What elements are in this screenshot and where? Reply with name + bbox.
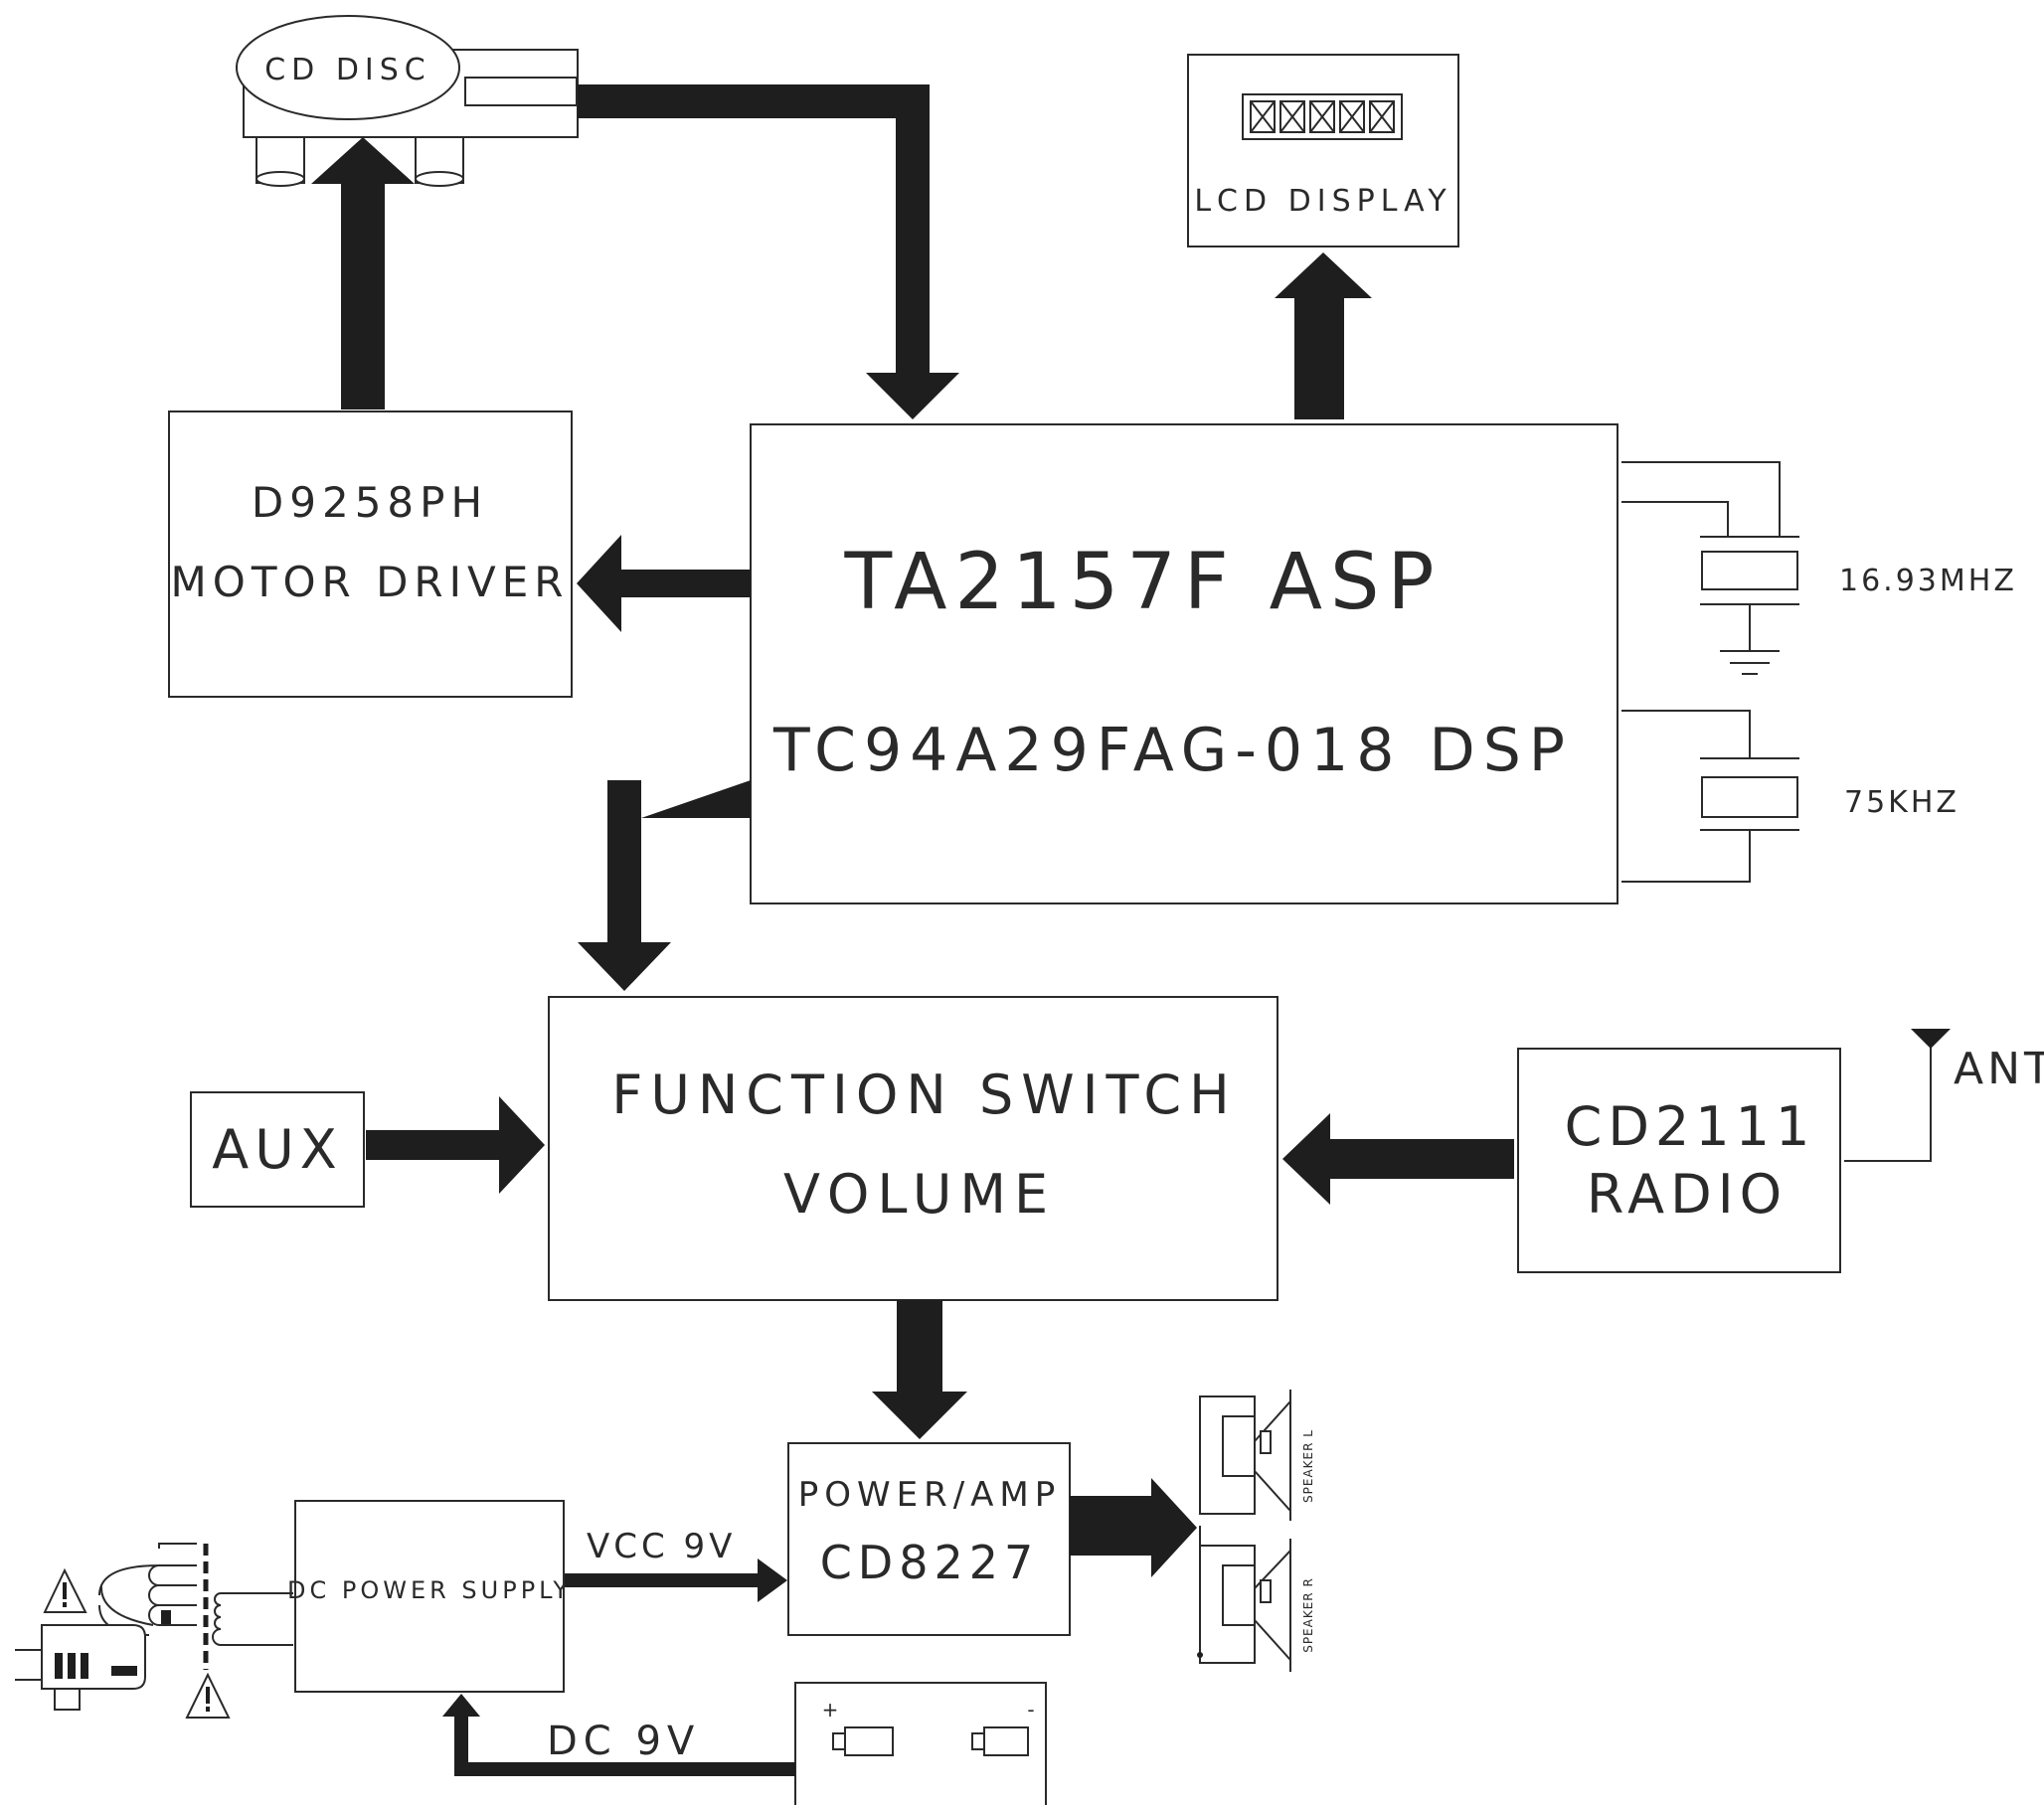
battery-cell-icon [832, 1726, 894, 1756]
arrow-asp-to-motor-driver [577, 535, 751, 632]
lcd-display-block: LCD DISPLAY [1187, 54, 1459, 247]
speaker-left-label: SPEAKER L [1301, 1429, 1315, 1503]
crystal-1-label: 16.93MHZ [1839, 564, 2017, 598]
warning-icon-left [43, 1567, 87, 1613]
arrow-battery-to-dc-supply [442, 1694, 795, 1776]
radio-label: RADIO [1587, 1163, 1788, 1226]
function-switch-block: FUNCTION SWITCH VOLUME [548, 996, 1278, 1301]
crystal-16mhz: 16.93MHZ [1621, 461, 2017, 675]
motor-driver-chip-label: D9258PH [252, 478, 488, 527]
speaker-left: SPEAKER L [1199, 1390, 1315, 1521]
antenna-label: ANT [1954, 1044, 2044, 1094]
arrow-radio-to-function-switch [1282, 1113, 1514, 1205]
dc-power-supply-block: DC POWER SUPPLY [287, 1500, 572, 1693]
cd-disc-label: CD DISC [264, 53, 431, 87]
arrow-aux-to-function-switch [366, 1096, 545, 1194]
transformer-icon [98, 1543, 293, 1670]
battery-block: + - [794, 1682, 1047, 1805]
processor-block: TA2157F ASP TC94A29FAG-018 DSP [750, 423, 1618, 904]
dsp-chip-label: TC94A29FAG-018 DSP [772, 716, 1573, 785]
warning-icon-right [185, 1672, 231, 1719]
power-plug-icon [15, 1624, 146, 1711]
radio-block: CD2111 RADIO [1517, 1048, 1841, 1273]
aux-block: AUX [190, 1091, 365, 1208]
arrow-dsp-to-function-switch [578, 780, 751, 991]
antenna-icon: ANT [1844, 1029, 2044, 1162]
battery-cell-icon [971, 1726, 1029, 1756]
volume-label: VOLUME [783, 1163, 1056, 1226]
motor-driver-block: D9258PH MOTOR DRIVER [168, 410, 573, 698]
dc-power-supply-label: DC POWER SUPPLY [287, 1576, 572, 1604]
cd-mechanism: CD DISC [236, 15, 579, 187]
arrow-asp-to-lcd [1275, 252, 1372, 419]
battery-plus-label: + [822, 1698, 845, 1722]
dc-9v-label: DC 9V [547, 1719, 700, 1764]
power-amp-label: POWER/AMP [798, 1475, 1062, 1515]
lcd-display-label: LCD DISPLAY [1194, 184, 1451, 219]
speaker-right: SPEAKER R [1197, 1526, 1315, 1672]
radio-chip-label: CD2111 [1565, 1095, 1816, 1158]
power-amp-block: POWER/AMP CD8227 [787, 1442, 1071, 1636]
battery-minus-label: - [1027, 1698, 1040, 1722]
motor-driver-label: MOTOR DRIVER [171, 558, 570, 606]
speaker-right-label: SPEAKER R [1301, 1577, 1315, 1653]
crystal-2-label: 75KHZ [1844, 785, 1959, 820]
arrow-function-switch-to-power-amp [872, 1300, 967, 1439]
function-switch-label: FUNCTION SWITCH [611, 1064, 1237, 1126]
crystal-75khz: 75KHZ [1621, 710, 1959, 883]
arrow-cd-to-asp [578, 84, 959, 419]
arrow-motor-driver-to-cd [311, 137, 415, 410]
lcd-segments-icon [1250, 100, 1395, 133]
arrow-vcc-to-power-amp [565, 1559, 787, 1602]
aux-label: AUX [212, 1118, 342, 1181]
asp-chip-label: TA2157F ASP [843, 538, 1442, 627]
arrow-power-amp-to-speakers [1070, 1478, 1197, 1577]
power-amp-chip-label: CD8227 [820, 1536, 1040, 1589]
vcc-label: VCC 9V [587, 1527, 736, 1566]
